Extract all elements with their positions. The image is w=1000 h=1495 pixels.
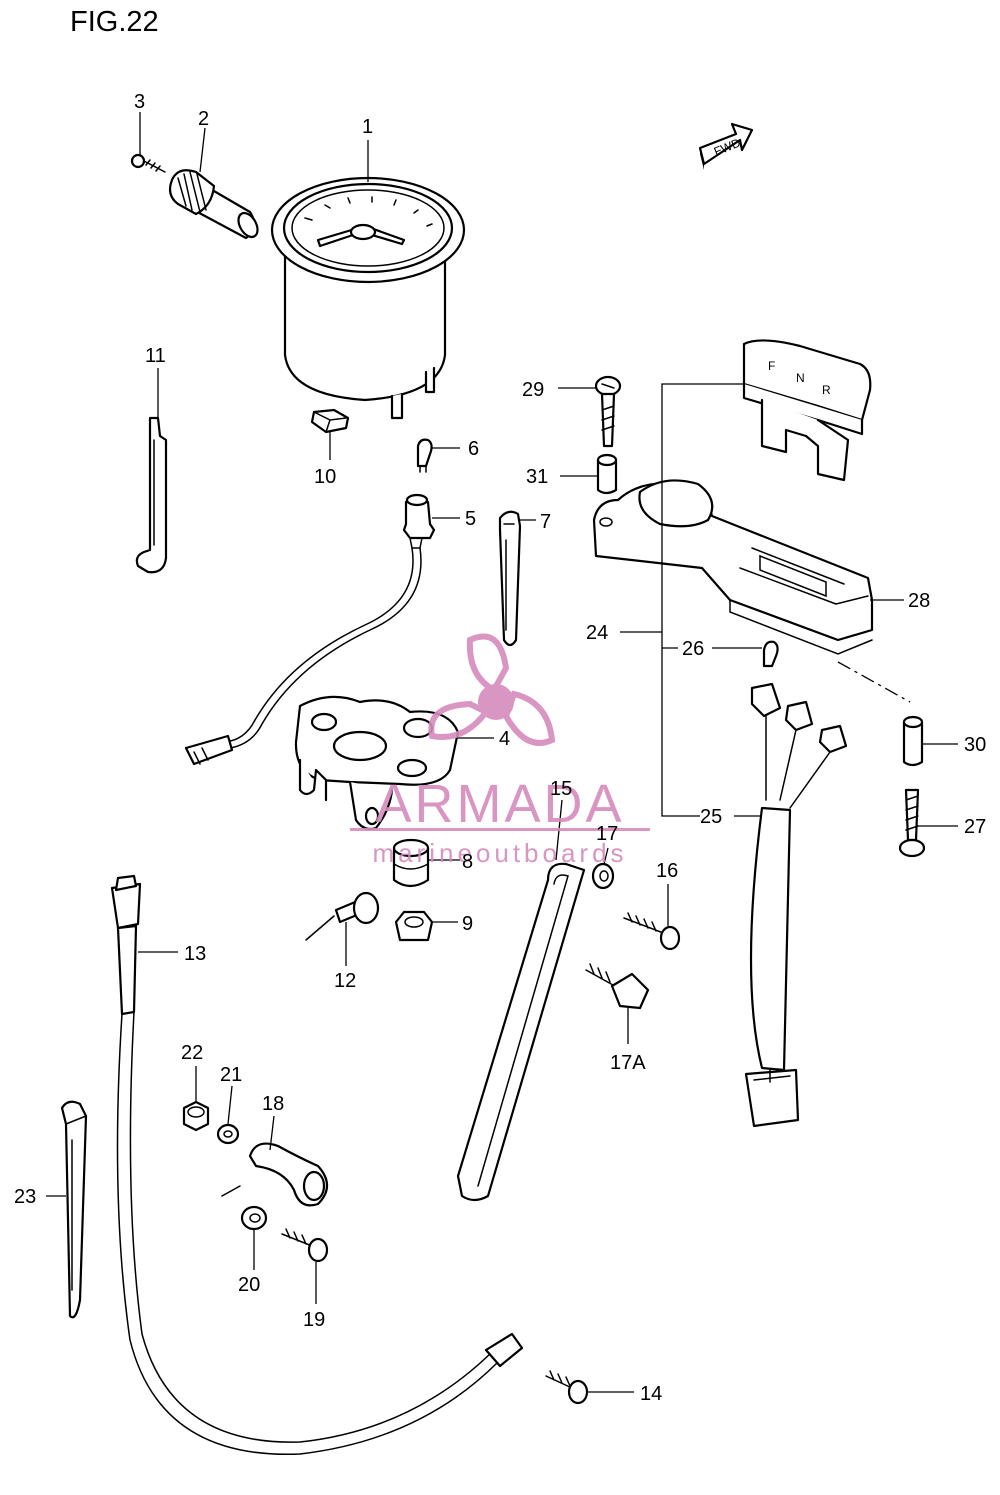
part-9-nut bbox=[394, 910, 434, 942]
leader-lines bbox=[46, 112, 958, 1393]
part-6-bulb bbox=[416, 438, 433, 473]
callout-24: 24 bbox=[586, 622, 608, 644]
part-14-screw bbox=[545, 1370, 589, 1405]
part-11-strap bbox=[135, 416, 168, 574]
part-27-screw bbox=[898, 788, 926, 858]
part-1-gauge bbox=[270, 176, 466, 420]
part-2-knob bbox=[168, 169, 259, 240]
callout-13: 13 bbox=[184, 943, 206, 965]
part-22-nut bbox=[182, 1100, 210, 1132]
callout-30: 30 bbox=[964, 734, 986, 756]
part-30-spacer bbox=[902, 715, 924, 767]
part-15-strap bbox=[456, 862, 586, 1202]
part-26-bulb bbox=[762, 640, 779, 668]
part-16-screw bbox=[623, 912, 681, 951]
part-19-screw bbox=[281, 1228, 329, 1263]
callout-10: 10 bbox=[314, 466, 336, 488]
callout-2: 2 bbox=[198, 108, 209, 130]
part-28-housing bbox=[592, 479, 874, 655]
part-4-bracket bbox=[294, 695, 460, 831]
part-20-washer bbox=[240, 1205, 268, 1231]
watermark-tagline: marineoutboards bbox=[372, 838, 627, 868]
callout-6: 6 bbox=[468, 438, 479, 460]
callout-23: 23 bbox=[14, 1186, 36, 1208]
shift-label-n: N bbox=[796, 371, 805, 385]
callout-3: 3 bbox=[134, 91, 145, 113]
callout-17a: 17A bbox=[610, 1052, 646, 1074]
callout-20: 20 bbox=[238, 1274, 260, 1296]
callout-12: 12 bbox=[334, 970, 356, 992]
part-25-harness bbox=[744, 682, 848, 1128]
fwd-label: FWD bbox=[712, 135, 743, 158]
callout-27: 27 bbox=[964, 816, 986, 838]
fwd-arrow-icon: FWD bbox=[698, 122, 754, 170]
part-12-bolt bbox=[305, 891, 380, 941]
part-8-grommet bbox=[392, 838, 430, 888]
callout-15: 15 bbox=[550, 778, 572, 800]
shift-indicator: F N R bbox=[742, 339, 872, 482]
part-10-clip bbox=[310, 408, 350, 434]
watermark: ARMADA marineoutboards bbox=[350, 633, 650, 868]
callout-14: 14 bbox=[640, 1383, 662, 1405]
callout-1: 1 bbox=[362, 116, 373, 138]
part-23-cable-tie bbox=[60, 1100, 88, 1319]
callout-29: 29 bbox=[522, 379, 544, 401]
callout-25: 25 bbox=[700, 806, 722, 828]
callout-26: 26 bbox=[682, 638, 704, 660]
callout-28: 28 bbox=[908, 590, 930, 612]
part-5-socket bbox=[184, 493, 436, 766]
callout-21: 21 bbox=[220, 1064, 242, 1086]
callout-19: 19 bbox=[303, 1309, 325, 1331]
part-7-cable-tie bbox=[498, 510, 522, 647]
part-29-screw bbox=[594, 375, 622, 448]
callout-9: 9 bbox=[462, 913, 473, 935]
callout-11: 11 bbox=[145, 345, 166, 367]
callout-4: 4 bbox=[499, 728, 510, 750]
shift-label-f: F bbox=[768, 359, 775, 373]
callout-7: 7 bbox=[540, 511, 551, 533]
callout-8: 8 bbox=[462, 851, 473, 873]
callout-31: 31 bbox=[526, 466, 548, 488]
callout-5: 5 bbox=[465, 508, 476, 530]
part-31-spacer bbox=[596, 453, 618, 495]
callout-18: 18 bbox=[262, 1093, 284, 1115]
part-21-washer bbox=[216, 1123, 240, 1145]
watermark-brand: ARMADA bbox=[375, 774, 624, 834]
shift-label-r: R bbox=[822, 383, 831, 397]
part-17-washer bbox=[591, 862, 615, 890]
figure-title: FIG.22 bbox=[70, 6, 159, 38]
part-17a-bolt bbox=[585, 963, 650, 1010]
callout-17: 17 bbox=[596, 823, 618, 845]
callout-22: 22 bbox=[181, 1042, 203, 1064]
part-18-clamp bbox=[221, 1142, 329, 1207]
callout-16: 16 bbox=[656, 860, 678, 882]
propeller-logo-icon bbox=[428, 633, 556, 746]
callout-labels: 3 2 1 11 10 6 5 7 4 15 17 8 16 9 13 12 1… bbox=[14, 91, 986, 1405]
part-13-cable bbox=[110, 874, 524, 1456]
part-3-screw bbox=[130, 153, 166, 173]
